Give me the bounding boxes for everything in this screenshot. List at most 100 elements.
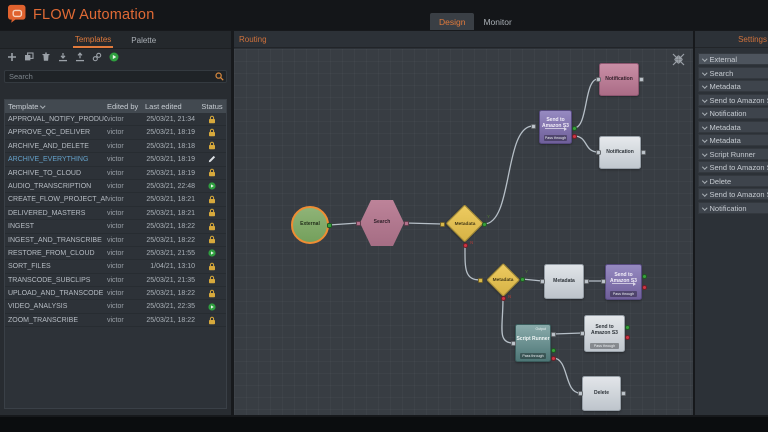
import-icon[interactable] <box>56 51 69 64</box>
flow-edges <box>328 78 604 394</box>
connection-port-green[interactable] <box>624 324 630 330</box>
settings-section-metadata[interactable]: Metadata <box>698 134 768 146</box>
chevron-down-icon <box>702 191 708 197</box>
flow-node-notification-1[interactable]: Notification <box>599 63 639 96</box>
connection-port-grey[interactable] <box>539 278 545 284</box>
connection-port-yellow[interactable] <box>477 277 483 283</box>
connection-port-grey[interactable] <box>640 149 646 155</box>
connection-port-red[interactable] <box>550 355 556 361</box>
connection-port-grey[interactable] <box>550 331 556 337</box>
connection-port-grey[interactable] <box>510 340 516 346</box>
flow-node-metadata-2[interactable]: Metadata <box>485 262 521 298</box>
lock-icon <box>209 316 215 324</box>
connection-port-red[interactable] <box>500 295 506 301</box>
chevron-down-icon <box>702 123 708 129</box>
flow-node-search[interactable]: Search <box>360 200 404 246</box>
template-name: TRANSCODE_SUBCLIPS <box>8 276 91 284</box>
connection-port-grey[interactable] <box>579 330 585 336</box>
connection-port-grey[interactable] <box>577 390 583 396</box>
delete-button[interactable] <box>39 51 52 64</box>
connection-port-grey[interactable] <box>530 123 536 129</box>
connection-port-green[interactable] <box>550 347 556 353</box>
status-badge <box>198 167 226 179</box>
settings-section-search[interactable]: Search <box>698 66 768 79</box>
connection-port-red[interactable] <box>571 133 577 139</box>
duplicate-button[interactable] <box>22 51 35 64</box>
column-header-edited-by[interactable]: Edited by <box>107 102 139 111</box>
edited-by: victor <box>107 316 124 324</box>
connection-port-grey[interactable] <box>595 149 601 155</box>
export-icon[interactable] <box>73 51 86 64</box>
chevron-down-icon <box>702 69 708 75</box>
add-template-button[interactable] <box>5 51 18 64</box>
run-icon[interactable] <box>107 51 120 64</box>
settings-section-send-to-amazon-s3[interactable]: Send to Amazon S3 <box>698 161 768 173</box>
connection-port-grey[interactable] <box>638 76 644 82</box>
connection-port-red[interactable] <box>462 242 468 248</box>
flow-node-notification-2[interactable]: Notification <box>599 136 641 169</box>
tab-monitor[interactable]: Monitor <box>483 17 512 27</box>
status-badge <box>198 287 226 299</box>
settings-section-delete[interactable]: Delete <box>698 174 768 187</box>
settings-section-send-to-amazon-s3[interactable]: Send to Amazon S3 <box>698 93 768 106</box>
settings-section-send-to-amazon-s3[interactable]: Send to Amazon S3 <box>698 188 768 200</box>
settings-section-external[interactable]: External <box>698 53 768 65</box>
connection-port-red[interactable] <box>641 284 647 290</box>
connection-port-pink[interactable] <box>403 220 409 226</box>
connection-port-pink[interactable] <box>355 220 361 226</box>
connection-port-green[interactable] <box>571 125 577 131</box>
settings-section-script-runner[interactable]: Script Runner <box>698 147 768 160</box>
connection-port-grey[interactable] <box>595 76 601 82</box>
connection-port-grey[interactable] <box>600 278 606 284</box>
search-input[interactable] <box>4 70 227 83</box>
connection-port-green[interactable] <box>481 221 487 227</box>
tab-design[interactable]: Design <box>430 13 475 30</box>
last-edited: 25/03/21, 18:21 <box>146 209 195 217</box>
link-icon[interactable] <box>90 51 103 64</box>
column-header-status[interactable]: Status <box>201 102 223 111</box>
tab-palette[interactable]: Palette <box>131 35 157 45</box>
column-header-last-edited[interactable]: Last edited <box>145 102 182 111</box>
settings-section-notification[interactable]: Notification <box>698 201 768 214</box>
connection-port-green[interactable] <box>326 222 332 228</box>
connection-port-green[interactable] <box>641 273 647 279</box>
tab-templates[interactable]: Templates <box>72 32 114 48</box>
app-logo-icon <box>7 4 28 30</box>
settings-section-metadata[interactable]: Metadata <box>698 120 768 133</box>
connection-port-red[interactable] <box>624 334 630 340</box>
connection-port-grey[interactable] <box>620 390 626 396</box>
flow-node-metadata-3[interactable]: Metadata <box>544 264 584 299</box>
flow-node-delete[interactable]: Delete <box>582 376 621 411</box>
connection-port-yellow[interactable] <box>439 221 445 227</box>
flow-node-external[interactable]: External <box>291 206 329 244</box>
column-header-template[interactable]: Template <box>5 100 107 113</box>
fit-view-icon[interactable] <box>671 52 686 70</box>
connection-port-green[interactable] <box>519 276 525 282</box>
flow-node-metadata-1[interactable]: Metadata <box>445 204 485 244</box>
settings-section-notification[interactable]: Notification <box>698 107 768 119</box>
settings-section-metadata[interactable]: Metadata <box>698 80 768 92</box>
connection-port-grey[interactable] <box>583 278 589 284</box>
